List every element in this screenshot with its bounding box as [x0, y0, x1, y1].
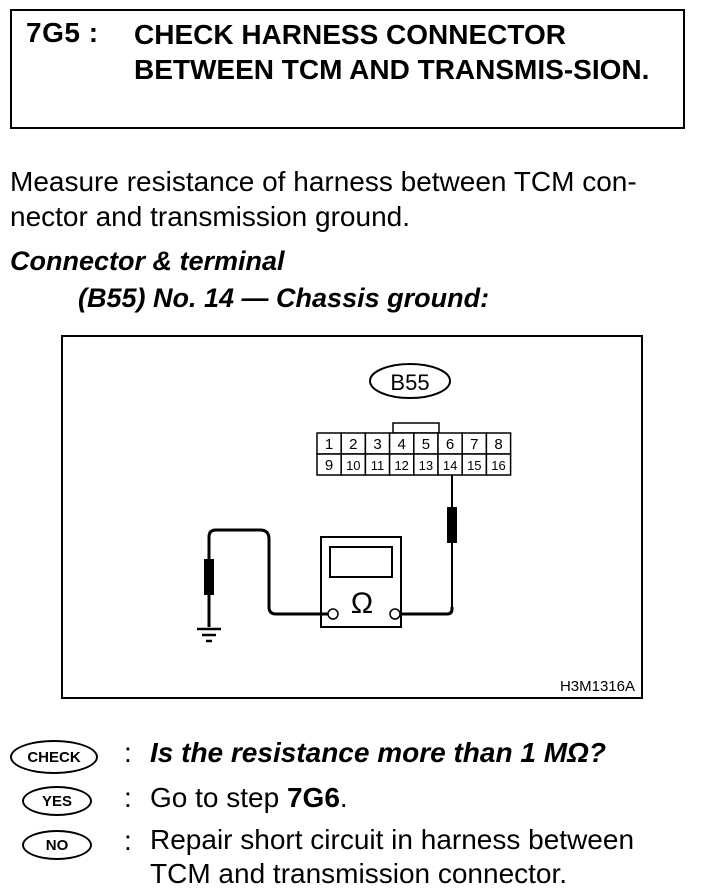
no-action: Repair short circuit in harness between … [150, 824, 635, 889]
figure-code-bg [539, 676, 637, 696]
connector-label-oval [369, 363, 451, 399]
yes-text-suffix: . [339, 782, 348, 813]
yes-colon: : [124, 782, 132, 813]
terminal-number: 2 [349, 436, 357, 453]
ohm-symbol: Ω [351, 587, 373, 620]
check-question: Is the resistance more than 1 MΩ? [150, 737, 606, 768]
connector-key [392, 422, 440, 434]
terminal-number: 15 [467, 458, 481, 473]
connector-label: B55 [390, 370, 429, 395]
terminal-number: 16 [491, 458, 505, 473]
yes-step-ref: 7G6 [286, 782, 340, 813]
ohmmeter-terminal-right [389, 608, 401, 620]
ohmmeter-display [329, 546, 393, 578]
figure-code: H3M1316A [560, 678, 635, 695]
terminal-number: 8 [494, 436, 502, 453]
terminal-number: 1 [325, 436, 333, 453]
yes-text-prefix: Go to step [150, 782, 287, 813]
terminal-number: 12 [394, 458, 408, 473]
step-header-box: 7G5 : CHECK HARNESS CONNECTOR BETWEEN TC… [10, 9, 685, 129]
ohmmeter-terminal-left [327, 608, 339, 620]
no-badge: NO [22, 830, 92, 860]
terminal-number: 11 [371, 458, 385, 473]
no-colon: : [124, 825, 132, 856]
yes-badge: YES [22, 786, 92, 816]
lead-right [398, 607, 454, 616]
terminal-cell [485, 453, 512, 476]
step-id: 7G5 : [26, 17, 99, 48]
check-colon: : [124, 737, 132, 768]
probe-handle-right [447, 507, 457, 543]
yes-action: Go to step 7G6. [150, 781, 348, 815]
ground-icon [197, 627, 221, 643]
terminal-number: 4 [398, 436, 406, 453]
terminal-number: 7 [470, 436, 478, 453]
terminal-number: 14 [443, 458, 457, 473]
probe-handle-left [204, 559, 214, 595]
terminal-number: 9 [325, 457, 333, 474]
terminal-number: 5 [422, 436, 430, 453]
terminal-number: 3 [373, 436, 381, 453]
terminal-number: 6 [446, 436, 454, 453]
connector-detail: (B55) No. 14 — Chassis ground: [78, 283, 490, 313]
intro-instruction: Measure resistance of harness between TC… [10, 166, 637, 232]
terminal-number: 10 [346, 458, 360, 473]
step-title: CHECK HARNESS CONNECTOR BETWEEN TCM AND … [134, 19, 650, 85]
connector-heading: Connector & terminal [10, 246, 285, 276]
terminal-number: 13 [419, 458, 433, 473]
lead-left [207, 528, 328, 627]
check-badge: CHECK [10, 740, 98, 774]
